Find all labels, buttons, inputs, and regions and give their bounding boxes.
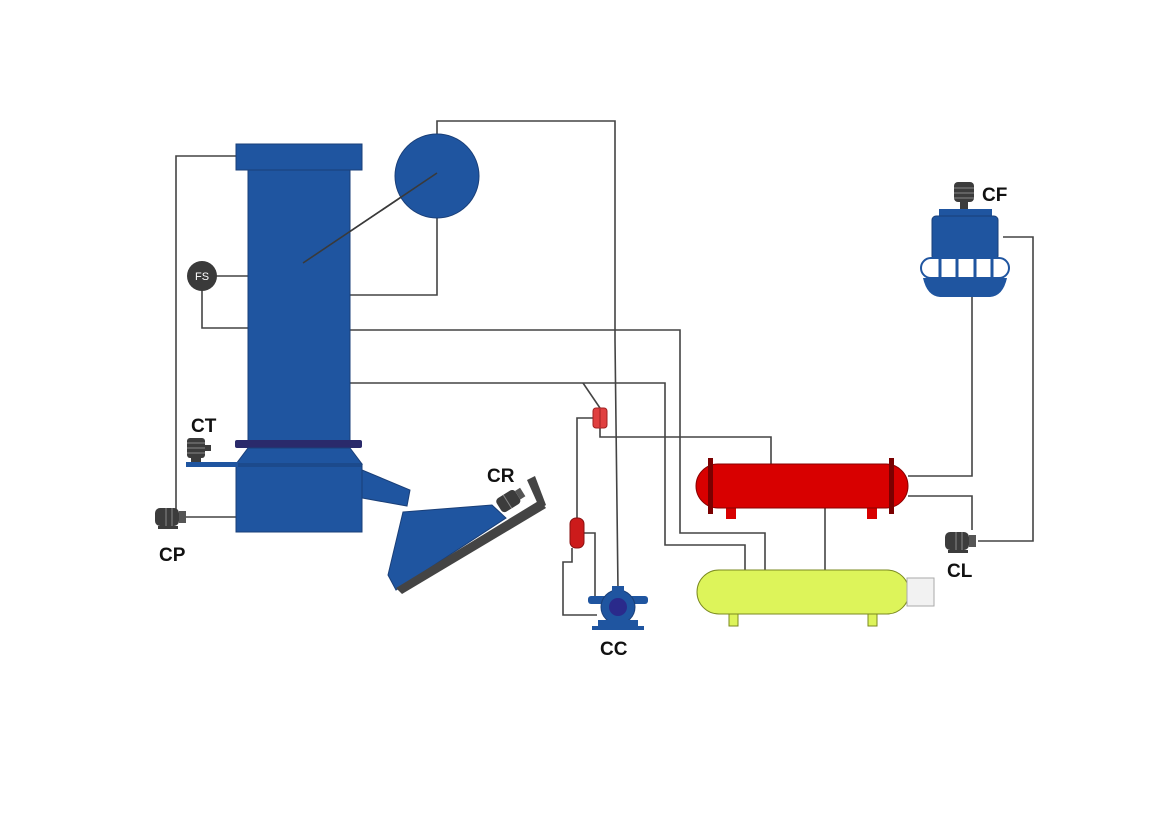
column-top-cap [235, 143, 363, 171]
cooling-tower [920, 209, 1010, 297]
pipe-fs-loop [201, 290, 248, 329]
column-neck [235, 447, 363, 465]
cc-pump-icon [588, 586, 648, 630]
column [186, 143, 411, 533]
pipe-filter-loop-a [576, 417, 593, 520]
pipe-condenser-to-cl [908, 495, 973, 530]
pipe-column-to-cyclone [350, 212, 438, 296]
pipe-cp-to-column-top [175, 155, 236, 509]
column-collar [235, 440, 362, 448]
fs-label: FS [195, 271, 209, 283]
column-base [235, 463, 363, 533]
conveyor-belt [396, 500, 546, 594]
pipe-filter-loop-c [583, 532, 596, 598]
cf-motor-icon [954, 182, 974, 209]
receiver-vessel [696, 569, 935, 627]
ct-motor-icon [187, 438, 211, 462]
cyclone-inner-line-front [302, 172, 438, 264]
cp-motor-icon [155, 508, 186, 529]
conveyor-hopper [387, 504, 507, 591]
ct-arm [186, 462, 238, 467]
ct-label: CT [191, 416, 217, 437]
filter-red-vessel [569, 517, 585, 549]
pipe-column-to-receiver-outer [350, 329, 766, 570]
column-body [247, 169, 351, 443]
pipe-tower-to-cl [978, 236, 1034, 542]
pipe-separator-to-condenser [582, 382, 772, 464]
discharge-chute [361, 469, 411, 507]
pipe-cyclone-to-cc [436, 120, 619, 591]
pipe-filter-loop-b [562, 548, 597, 616]
cp-label: CP [159, 545, 186, 566]
cr-label: CR [487, 466, 515, 487]
condenser-vessel [695, 458, 909, 519]
pipe-condenser-to-tower [908, 297, 973, 477]
fs-sensor-body [187, 261, 217, 291]
cooling-tower-louvers [920, 257, 1010, 279]
cr-motor-icon [496, 487, 526, 513]
receiver-body [696, 569, 910, 615]
fs-sensor: FS [187, 261, 217, 291]
cooling-tower-basin [923, 278, 1007, 297]
cyclone-vessel [394, 133, 480, 219]
cf-label: CF [982, 185, 1007, 206]
condenser-body [695, 463, 909, 509]
conveyor-end-plate [527, 476, 546, 509]
cl-label: CL [947, 561, 973, 582]
cl-motor-icon [945, 532, 976, 553]
cooling-tower-upper [931, 215, 999, 261]
cr-conveyor [387, 476, 546, 594]
cc-label: CC [600, 639, 628, 660]
receiver-end-box [906, 577, 935, 607]
pipe-column-to-receiver-inner [350, 382, 746, 570]
